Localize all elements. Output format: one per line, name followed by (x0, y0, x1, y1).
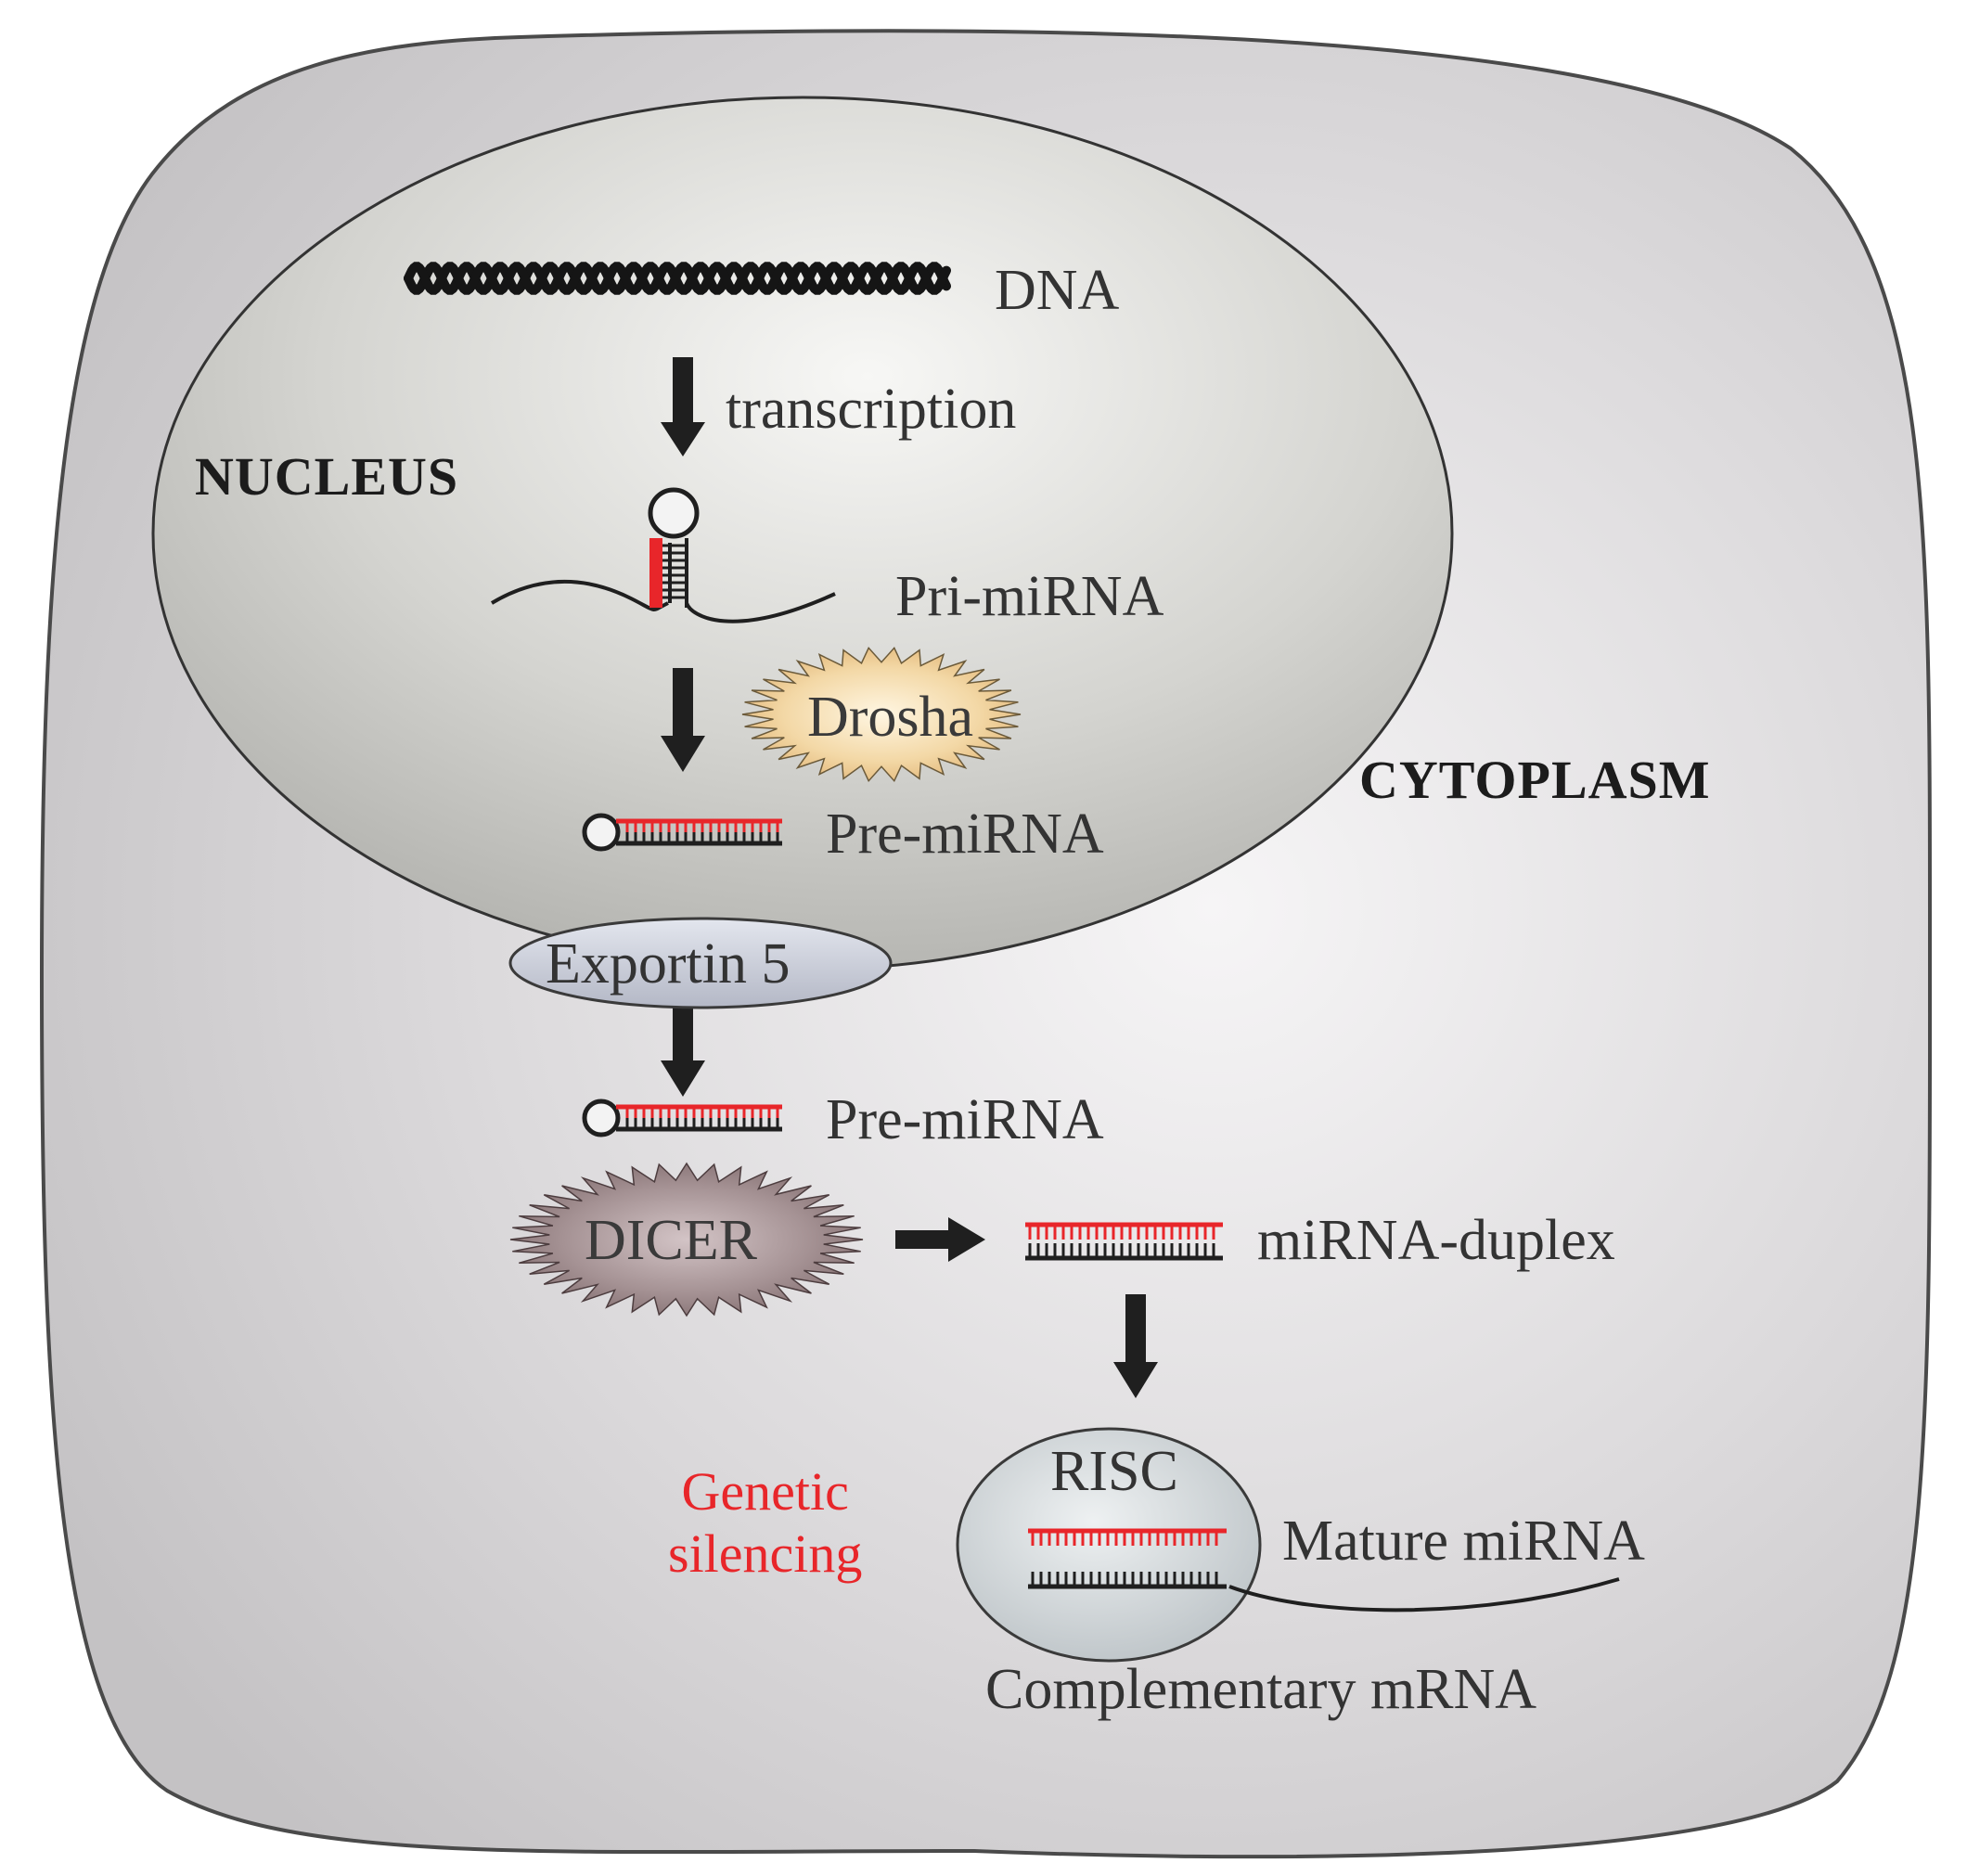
label-complementary-mrna: Complementary mRNA (985, 1658, 1537, 1721)
label-pre-mirna-nuclear: Pre-miRNA (826, 803, 1104, 866)
label-transcription: transcription (726, 378, 1017, 441)
arrow-dicer (895, 1217, 985, 1262)
label-dna: DNA (995, 259, 1120, 322)
label-pri-mirna: Pri-miRNA (895, 565, 1164, 628)
arrow-drosha (661, 668, 705, 772)
label-nucleus: NUCLEUS (195, 446, 459, 507)
drosha-enzyme (741, 646, 1022, 783)
label-risc: RISC (1050, 1440, 1178, 1503)
complementary-mrna-strand (1028, 1572, 1227, 1589)
arrow-transcription (661, 357, 705, 456)
label-exportin-5: Exportin 5 (546, 932, 791, 996)
dicer-enzyme (509, 1162, 864, 1317)
mrna-tail (1228, 1577, 1620, 1613)
mature-mirna-strand (1028, 1528, 1227, 1546)
label-genetic: Genetic (681, 1461, 849, 1522)
arrow-export (661, 993, 705, 1097)
pri-mirna-hairpin (490, 487, 836, 623)
pre-mirna-hairpin-nuclear (582, 813, 782, 852)
label-genetic-silencing: Genetic silencing (668, 1461, 862, 1585)
pre-mirna-hairpin-cytoplasmic (582, 1099, 782, 1137)
label-dicer: DICER (585, 1209, 757, 1272)
dna-helix (404, 262, 951, 295)
nucleus (151, 96, 1454, 971)
arrow-risc (1113, 1294, 1158, 1398)
exportin-5 (508, 917, 893, 1009)
label-cytoplasm: CYTOPLASM (1359, 750, 1711, 810)
label-mature-mirna: Mature miRNA (1282, 1510, 1645, 1573)
mirna-duplex (1025, 1222, 1223, 1261)
label-pre-mirna-cytoplasmic: Pre-miRNA (826, 1088, 1104, 1151)
label-drosha: Drosha (807, 686, 974, 749)
label-mirna-duplex: miRNA-duplex (1257, 1209, 1615, 1272)
label-silencing: silencing (668, 1523, 863, 1584)
